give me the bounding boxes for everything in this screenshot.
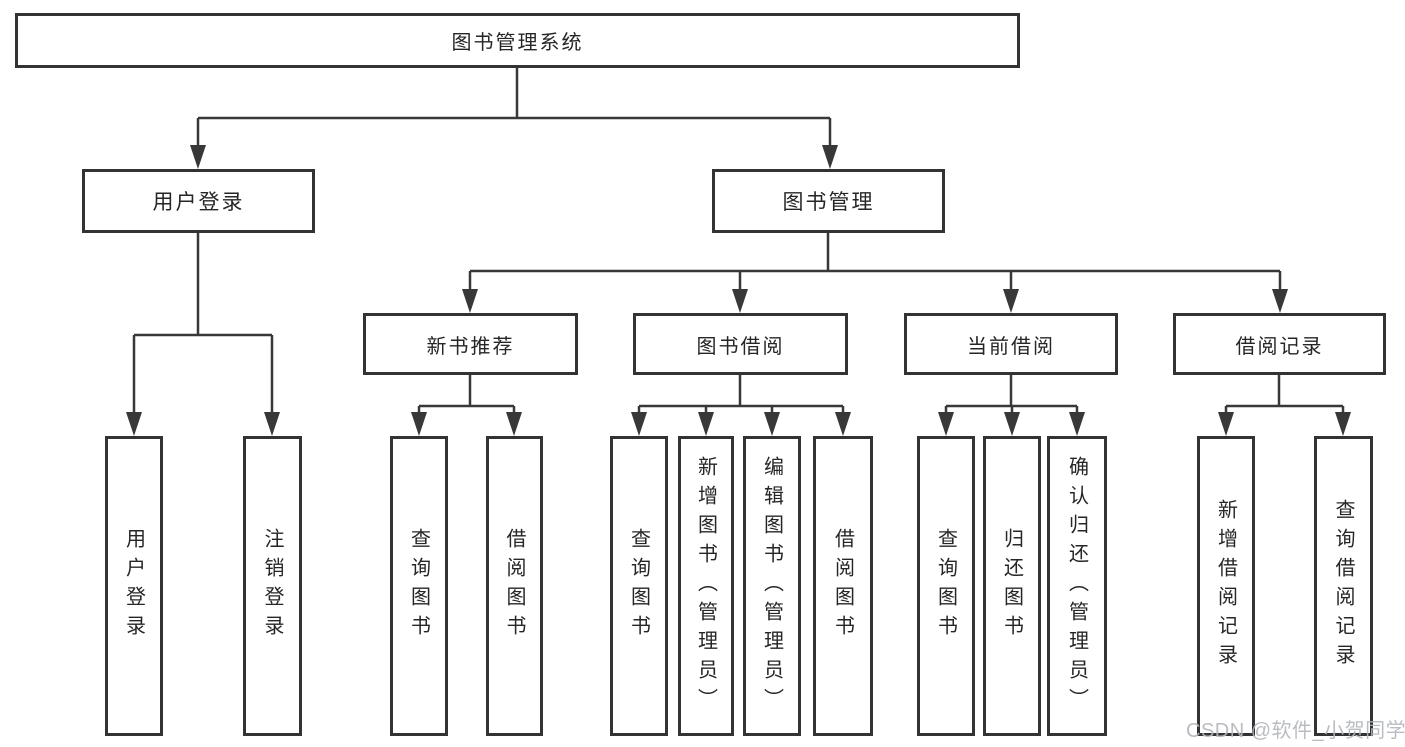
node-new-book-recommendation: 新书推荐 bbox=[363, 313, 578, 375]
node-label: 借阅图书 bbox=[831, 528, 854, 644]
arrowhead-icon bbox=[1069, 412, 1085, 436]
arrowhead-icon bbox=[1003, 289, 1019, 313]
node-label: 用户登录 bbox=[152, 191, 245, 214]
leaf-borrow-books-borrowing: 借阅图书 bbox=[813, 436, 873, 736]
leaf-return-book: 归还图书 bbox=[983, 436, 1041, 736]
node-label: 查询图书 bbox=[627, 528, 650, 644]
node-label: 新增图书（管理员） bbox=[694, 455, 717, 717]
leaf-query-books-recommend: 查询图书 bbox=[390, 436, 448, 736]
node-label: 图书借阅 bbox=[696, 335, 785, 358]
leaf-edit-book-admin: 编辑图书（管理员） bbox=[743, 436, 801, 736]
leaf-borrow-books-recommend: 借阅图书 bbox=[486, 436, 543, 736]
node-current-borrowing: 当前借阅 bbox=[904, 313, 1118, 375]
connector-book-mgmt-children bbox=[468, 233, 1282, 291]
node-label: 新书推荐 bbox=[426, 335, 515, 358]
connector-current-borrow-children bbox=[944, 375, 1079, 414]
arrowhead-icon bbox=[631, 412, 647, 436]
node-label: 用户登录 bbox=[122, 528, 145, 644]
arrowhead-icon bbox=[506, 412, 522, 436]
node-label: 注销登录 bbox=[261, 528, 283, 644]
arrowhead-icon bbox=[835, 412, 851, 436]
arrowhead-icon bbox=[411, 412, 427, 436]
arrowhead-icon bbox=[1272, 289, 1288, 313]
node-borrowing-records: 借阅记录 bbox=[1173, 313, 1386, 375]
arrowhead-icon bbox=[190, 145, 206, 169]
leaf-query-books-current: 查询图书 bbox=[917, 436, 975, 736]
connector-new-book-children bbox=[417, 375, 516, 414]
node-label: 图书管理 bbox=[782, 191, 875, 214]
arrowheads bbox=[126, 145, 1351, 436]
arrowhead-icon bbox=[1218, 412, 1234, 436]
leaf-query-books-borrowing: 查询图书 bbox=[610, 436, 668, 736]
arrowhead-icon bbox=[462, 289, 478, 313]
leaf-confirm-return-admin: 确认归还（管理员） bbox=[1047, 436, 1107, 736]
node-label: 编辑图书（管理员） bbox=[760, 455, 783, 717]
node-user-login-branch: 用户登录 bbox=[82, 169, 315, 233]
node-library-management-system: 图书管理系统 bbox=[15, 13, 1020, 68]
arrowhead-icon bbox=[1335, 412, 1351, 436]
connector-book-borrow-children bbox=[637, 375, 845, 414]
leaf-add-book-admin: 新增图书（管理员） bbox=[678, 436, 734, 736]
node-label: 归还图书 bbox=[1000, 528, 1023, 644]
node-label: 图书管理系统 bbox=[451, 32, 584, 54]
node-label: 借阅记录 bbox=[1235, 335, 1324, 358]
leaf-query-borrow-record: 查询借阅记录 bbox=[1314, 436, 1373, 736]
arrowhead-icon bbox=[126, 412, 142, 436]
node-label: 查询借阅记录 bbox=[1332, 499, 1354, 673]
csdn-watermark: CSDN @软件_小贺同学 bbox=[1186, 720, 1405, 742]
arrowhead-icon bbox=[938, 412, 954, 436]
connector-root-to-level2 bbox=[196, 68, 832, 146]
leaf-logout: 注销登录 bbox=[243, 436, 302, 736]
node-book-borrowing: 图书借阅 bbox=[633, 313, 848, 375]
node-book-management: 图书管理 bbox=[712, 169, 945, 233]
arrowhead-icon bbox=[822, 145, 838, 169]
node-label: 当前借阅 bbox=[967, 335, 1055, 358]
arrowhead-icon bbox=[698, 412, 714, 436]
connector-borrow-record-children bbox=[1224, 375, 1345, 414]
node-label: 借阅图书 bbox=[503, 528, 525, 644]
arrowhead-icon bbox=[764, 412, 780, 436]
node-label: 查询图书 bbox=[407, 528, 430, 644]
node-label: 新增借阅记录 bbox=[1214, 499, 1237, 673]
leaf-user-login: 用户登录 bbox=[105, 436, 163, 736]
arrowhead-icon bbox=[264, 412, 280, 436]
arrowhead-icon bbox=[732, 289, 748, 313]
node-label: 查询图书 bbox=[934, 528, 957, 644]
connector-user-login-children bbox=[132, 233, 274, 414]
arrowhead-icon bbox=[1004, 412, 1020, 436]
node-label: 确认归还（管理员） bbox=[1065, 455, 1088, 717]
leaf-add-borrow-record: 新增借阅记录 bbox=[1197, 436, 1255, 736]
